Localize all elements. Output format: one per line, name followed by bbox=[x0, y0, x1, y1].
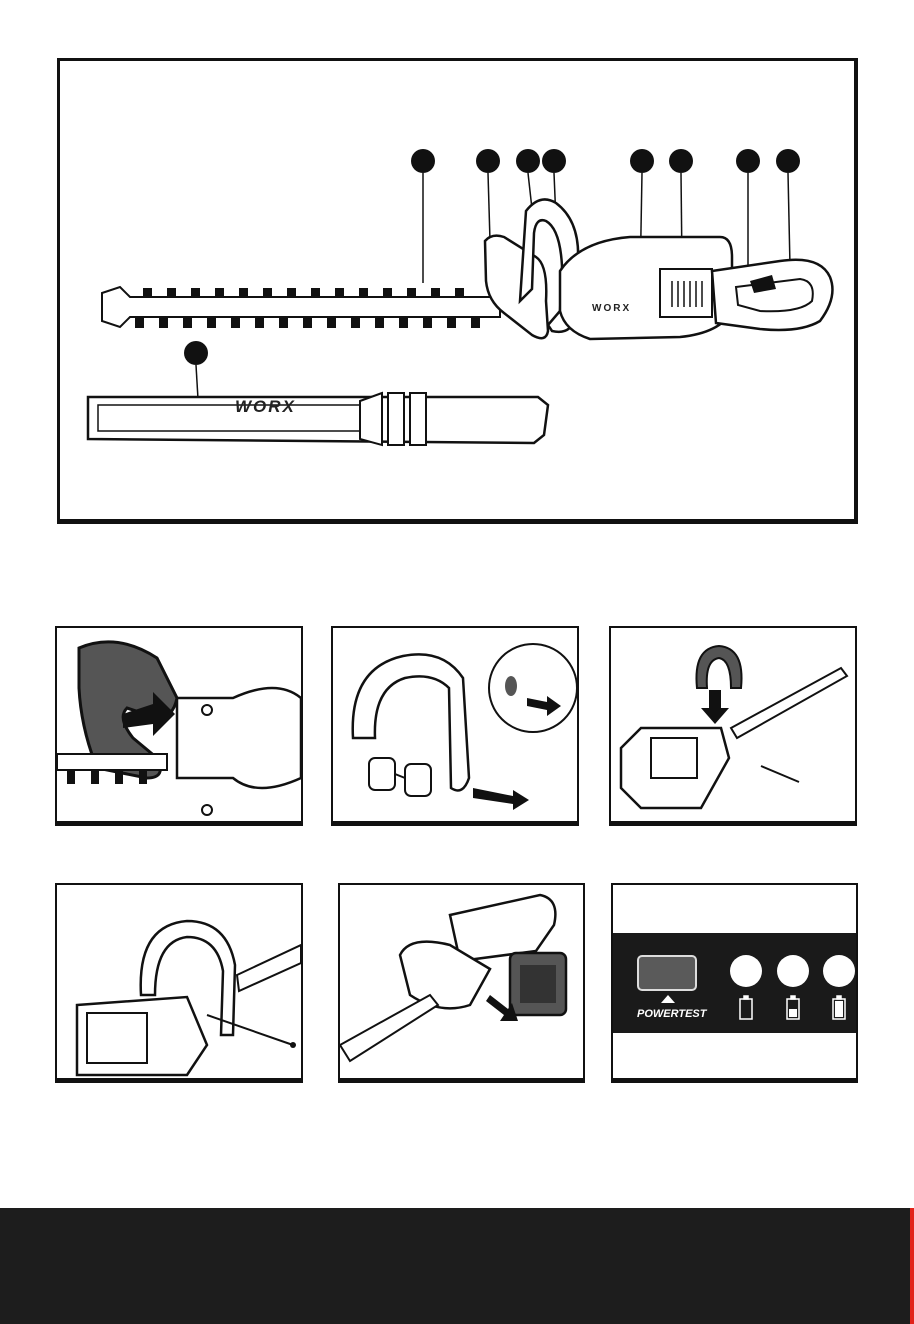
callout-4 bbox=[542, 149, 566, 173]
callout-6 bbox=[669, 149, 693, 173]
callout-5 bbox=[630, 149, 654, 173]
front-handle-attach-illustration bbox=[611, 628, 855, 823]
power-test-strip: POWERTEST bbox=[613, 933, 856, 1033]
page-footer-band bbox=[0, 1208, 914, 1324]
battery-full-icon bbox=[833, 996, 845, 1019]
callout-3 bbox=[516, 149, 540, 173]
step-insert-handle-pin bbox=[55, 883, 303, 1083]
battery-slot bbox=[660, 269, 712, 317]
battery-insert-illustration bbox=[340, 885, 583, 1080]
callout-9 bbox=[184, 341, 208, 365]
callout-2 bbox=[476, 149, 500, 173]
step-attach-front-handle bbox=[609, 626, 857, 826]
handle-pin-removal-illustration bbox=[333, 628, 577, 823]
battery-level-icons bbox=[613, 933, 856, 1033]
step-remove-handle-pin bbox=[331, 626, 579, 826]
sheath-brand-text: WORX bbox=[235, 397, 296, 417]
blade bbox=[102, 287, 500, 327]
blade-sheath bbox=[88, 393, 548, 445]
step-battery-indicator: POWERTEST bbox=[611, 883, 858, 1083]
step-fit-blade-guard bbox=[55, 626, 303, 826]
blade-guard-fitting-illustration bbox=[57, 628, 301, 823]
handle-pin-insert-illustration bbox=[57, 885, 301, 1080]
battery-medium-icon bbox=[787, 996, 799, 1019]
step-insert-battery bbox=[338, 883, 585, 1083]
callout-7 bbox=[736, 149, 760, 173]
housing-brand-text: WORX bbox=[592, 303, 631, 314]
blade-guard bbox=[485, 236, 548, 339]
battery-low-icon bbox=[740, 996, 752, 1019]
callout-1 bbox=[411, 149, 435, 173]
hedge-trimmer-illustration bbox=[60, 61, 855, 519]
callout-8 bbox=[776, 149, 800, 173]
product-overview-frame: WORX WORX bbox=[57, 58, 858, 524]
footer-accent-edge bbox=[910, 1208, 914, 1324]
